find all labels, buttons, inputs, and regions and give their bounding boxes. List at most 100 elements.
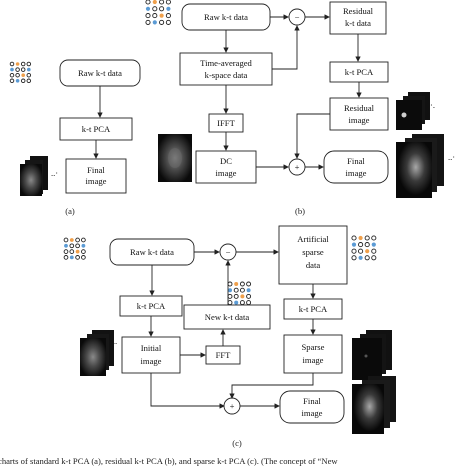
kspace-dot bbox=[165, 0, 171, 5]
artificial-sparse-box bbox=[278, 225, 348, 285]
kspace-dot bbox=[145, 13, 151, 19]
kspace-dot bbox=[69, 243, 75, 249]
kspace-dot bbox=[233, 287, 239, 293]
kspace-dot bbox=[159, 19, 165, 25]
panel-c: Raw k-t data − Artificial sparse data k-… bbox=[63, 225, 396, 448]
kspace-dots-icon bbox=[63, 237, 86, 260]
kspace-dot bbox=[15, 67, 20, 72]
kspace-dot bbox=[75, 243, 80, 249]
mri-image-stack bbox=[20, 156, 48, 196]
figure-caption: charts of standard k-t PCA (a), residual… bbox=[0, 456, 338, 466]
kspace-dot bbox=[26, 72, 32, 78]
final-image-box bbox=[279, 390, 345, 424]
kspace-dot bbox=[234, 300, 239, 305]
final-image-label-2: image bbox=[302, 408, 323, 418]
kspace-dot bbox=[81, 249, 86, 254]
kspace-dot bbox=[371, 235, 377, 241]
kspace-dot bbox=[351, 248, 357, 254]
kspace-dot bbox=[63, 249, 69, 254]
kspace-dot bbox=[358, 242, 364, 248]
kspace-dot bbox=[165, 13, 171, 19]
dc-image-label-1: DC bbox=[220, 156, 232, 166]
time-averaged-label-1: Time-averaged bbox=[200, 58, 252, 68]
initial-image-label-2: image bbox=[141, 356, 162, 366]
kspace-dot bbox=[145, 6, 151, 11]
kspace-dot bbox=[358, 235, 363, 241]
kspace-dot bbox=[20, 78, 26, 84]
minus-sign: − bbox=[295, 12, 300, 22]
kspace-dot bbox=[159, 0, 165, 5]
kspace-dot bbox=[69, 255, 74, 260]
residual-kt-label-1: Residual bbox=[343, 6, 374, 16]
kspace-dot bbox=[75, 237, 80, 243]
minus-sign: − bbox=[226, 247, 231, 257]
raw-data-label: Raw k-t data bbox=[204, 12, 248, 22]
raw-data-label: Raw k-t data bbox=[78, 68, 122, 78]
kspace-dot bbox=[26, 61, 32, 67]
kspace-dot bbox=[152, 0, 157, 5]
ktpca-label: k-t PCA bbox=[345, 67, 374, 77]
dc-mri-image bbox=[158, 134, 192, 182]
kspace-dot bbox=[152, 13, 158, 19]
kspace-dot bbox=[358, 248, 364, 254]
kspace-dot bbox=[227, 281, 233, 287]
kspace-dot bbox=[246, 300, 252, 306]
kspace-dot bbox=[246, 293, 252, 299]
final-image-label-2: image bbox=[346, 168, 367, 178]
kspace-dot bbox=[145, 0, 151, 5]
artificial-label-1: Artificial bbox=[297, 234, 329, 244]
final-image-box bbox=[65, 158, 127, 194]
artificial-label-2: sparse bbox=[302, 247, 324, 257]
final-mri-stack bbox=[352, 376, 396, 434]
ellipsis: ..· bbox=[51, 168, 58, 178]
kspace-dot bbox=[81, 243, 86, 248]
kspace-dot bbox=[165, 19, 171, 25]
kspace-dot bbox=[351, 242, 357, 247]
sparse-image-stack bbox=[352, 330, 392, 380]
kspace-dot bbox=[240, 294, 245, 299]
kspace-dot bbox=[26, 78, 32, 84]
kspace-dot bbox=[364, 235, 370, 241]
kspace-dot bbox=[239, 281, 245, 287]
raw-data-label: Raw k-t data bbox=[130, 247, 174, 257]
panel-b: Raw k-t data − Residual k-t data Time-av… bbox=[145, 0, 455, 216]
kspace-dot bbox=[166, 6, 171, 11]
kspace-dot bbox=[63, 255, 69, 260]
panel-b-label: (b) bbox=[295, 206, 305, 216]
ktpca-right-label: k-t PCA bbox=[299, 304, 328, 314]
panel-c-label: (c) bbox=[232, 438, 242, 448]
residual-kt-label-2: k-t data bbox=[345, 18, 371, 28]
arrow bbox=[229, 373, 314, 399]
new-kt-label: New k-t data bbox=[205, 312, 250, 322]
kspace-dot bbox=[159, 6, 165, 12]
arrow bbox=[294, 113, 330, 159]
kspace-dot bbox=[233, 293, 239, 299]
kspace-dot bbox=[69, 249, 75, 254]
final-image-label-1: Final bbox=[87, 165, 105, 175]
plus-sign: + bbox=[230, 401, 235, 411]
dc-image-label-2: image bbox=[216, 168, 237, 178]
kspace-dot bbox=[9, 72, 15, 78]
kspace-dot bbox=[365, 249, 370, 254]
kspace-dot bbox=[21, 73, 26, 77]
ktpca-left-label: k-t PCA bbox=[137, 301, 166, 311]
kspace-dot bbox=[351, 255, 357, 261]
dc-image-box bbox=[195, 150, 257, 184]
kspace-dots-icon bbox=[9, 61, 32, 84]
residual-kt-box bbox=[329, 1, 387, 35]
kspace-dot bbox=[81, 255, 86, 260]
kspace-dot bbox=[10, 67, 14, 72]
kspace-dot bbox=[20, 67, 26, 72]
kspace-dot bbox=[75, 249, 80, 254]
new-kt-box bbox=[183, 304, 271, 330]
kspace-dots-icon bbox=[145, 0, 171, 25]
kspace-dot bbox=[364, 255, 370, 261]
kspace-dot bbox=[227, 300, 233, 306]
final-image-box bbox=[323, 150, 389, 184]
kspace-dot bbox=[358, 255, 363, 260]
kspace-dot bbox=[9, 61, 15, 67]
panel-a: Raw k-t data k-t PCA Final image ..· (a) bbox=[9, 59, 141, 216]
kspace-dot bbox=[152, 6, 158, 12]
panel-a-label: (a) bbox=[65, 206, 75, 216]
time-averaged-label-2: k-space data bbox=[205, 70, 248, 80]
